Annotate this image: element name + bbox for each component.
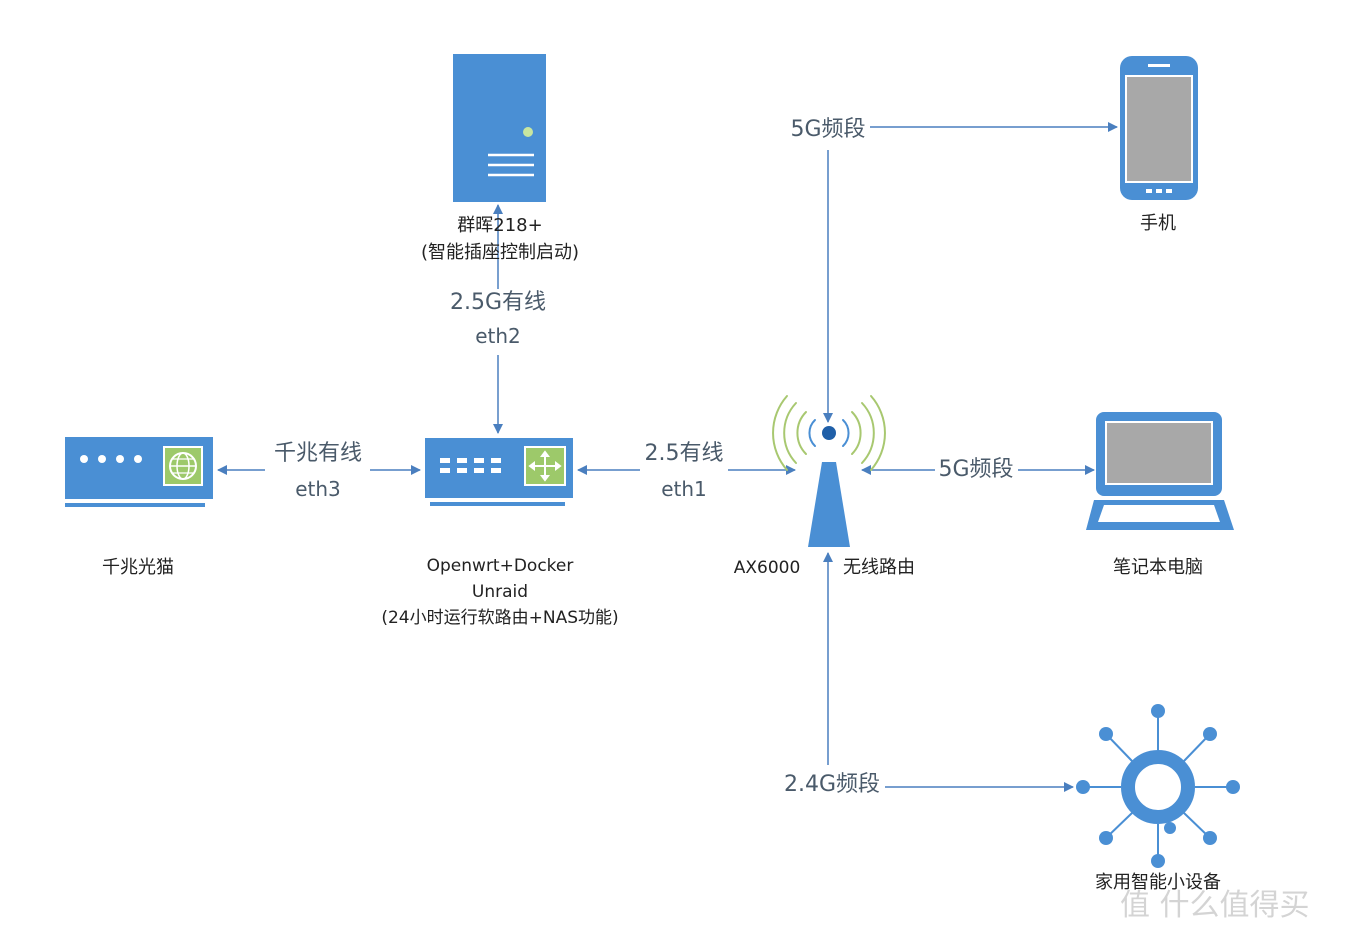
iot-hub-icon (1076, 704, 1240, 868)
edge-router-phone (823, 122, 1118, 423)
edge-port-eth3: eth3 (293, 476, 343, 502)
iot-label: 家用智能小设备 (1095, 872, 1221, 893)
router-label: 无线路由 (843, 557, 915, 578)
modem-icon (65, 437, 213, 507)
edge-label-softrouter-nas: 2.5G有线 (447, 289, 549, 318)
edge-port-eth2: eth2 (473, 323, 523, 349)
smartphone-icon (1120, 56, 1198, 200)
phone-label: 手机 (1140, 213, 1176, 234)
softrouter-label-line2: Unraid (471, 582, 529, 602)
laptop-label: 笔记本电脑 (1113, 557, 1203, 578)
nas-label-line2: (智能插座控制启动) (420, 242, 580, 263)
router-model-label: AX6000 (733, 558, 801, 578)
wireless-router-icon (772, 395, 886, 547)
laptop-icon (1086, 412, 1234, 530)
watermark: 值 什么值得买 (1120, 888, 1310, 923)
edge-label-modem-softrouter: 千兆有线 (271, 440, 365, 469)
softrouter-label-line1: Openwrt+Docker (426, 556, 574, 576)
edge-label-router-laptop: 5G频段 (936, 456, 1016, 485)
edge-label-softrouter-router: 2.5有线 (642, 440, 726, 469)
modem-label: 千兆光猫 (102, 557, 174, 578)
edge-label-router-phone: 5G频段 (788, 116, 868, 145)
edge-port-eth1: eth1 (659, 476, 709, 502)
softrouter-label-line3: (24小时运行软路由+NAS功能) (381, 608, 619, 628)
server-icon (453, 54, 546, 202)
switch-icon (425, 438, 573, 506)
nas-label-line1: 群晖218+ (457, 215, 543, 236)
edge-router-iot (823, 552, 1074, 792)
edge-label-router-iot: 2.4G频段 (781, 771, 883, 800)
